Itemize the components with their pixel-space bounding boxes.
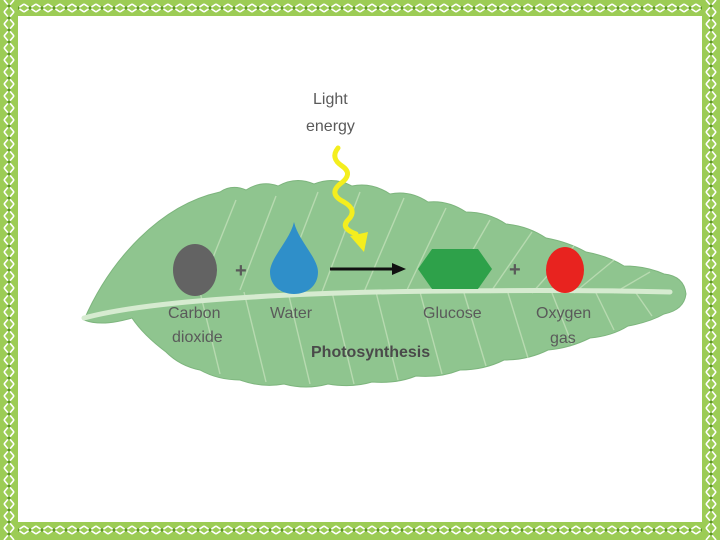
light-ray-icon (332, 145, 359, 237)
water-droplet-icon (270, 222, 318, 294)
carbon-dioxide-label-line1: Carbon (168, 305, 220, 322)
oxygen-icon (546, 247, 584, 293)
decorative-border-bottom (0, 522, 720, 540)
light-energy-label-line2: energy (306, 118, 355, 135)
water-label: Water (270, 305, 313, 322)
light-energy-label-line1: Light (313, 91, 348, 108)
leaf (83, 180, 687, 388)
carbon-dioxide-icon (173, 244, 217, 296)
carbon-dioxide-label-line2: dioxide (172, 329, 223, 346)
decorative-border-top (0, 0, 720, 16)
oxygen-gas-label-line2: gas (550, 330, 576, 347)
decorative-border-left (0, 0, 18, 540)
decorative-border-right (702, 0, 720, 540)
glucose-label: Glucose (423, 305, 482, 322)
leaf-veins (199, 191, 653, 385)
glucose-hexagon-icon (418, 249, 492, 289)
plus-sign-1: + (235, 260, 247, 282)
light-ray-arrowhead-icon (350, 232, 368, 252)
reaction-arrowhead-icon (392, 263, 406, 275)
photosynthesis-label: Photosynthesis (311, 344, 430, 361)
leaf-midrib (81, 288, 673, 321)
plus-sign-2: + (509, 259, 521, 281)
oxygen-gas-label-line1: Oxygen (536, 305, 591, 322)
